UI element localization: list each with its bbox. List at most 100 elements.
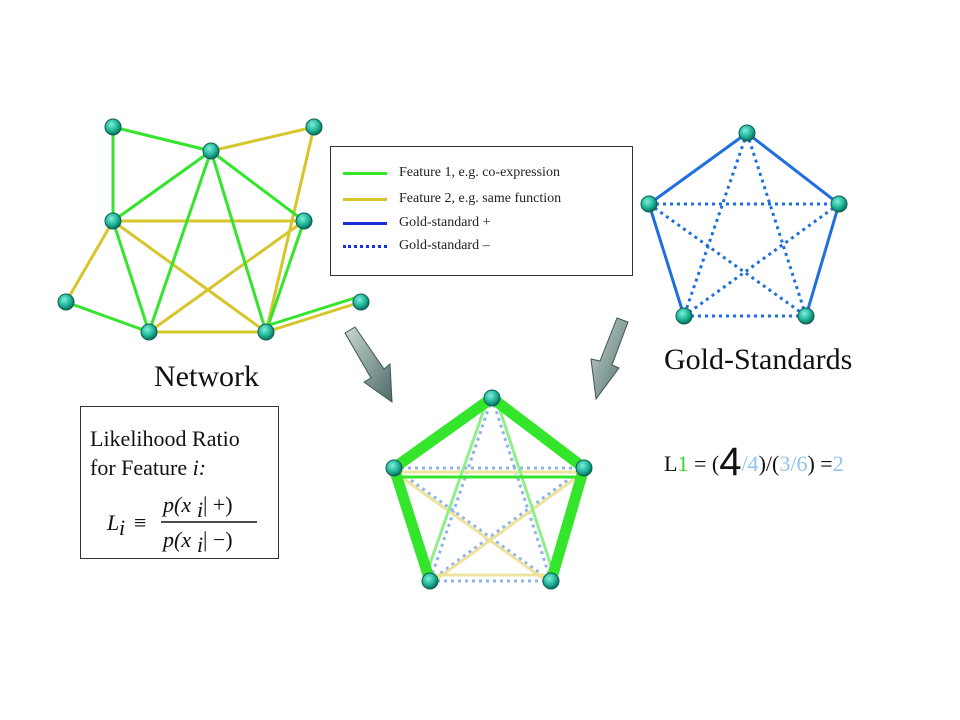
formula-result: 2 [832, 451, 844, 476]
network-node [104, 118, 122, 136]
legend-item-feature1: Feature 1, e.g. co-expression [343, 163, 560, 183]
gold-nodes [640, 124, 848, 325]
legend-label: Gold-standard + [399, 215, 491, 230]
network-node [305, 118, 323, 136]
legend-label: Feature 2, e.g. same function [399, 191, 562, 206]
formula-lhs: L [106, 510, 119, 535]
network-nodes [57, 118, 370, 341]
network-edge [112, 125, 212, 153]
network-edge [209, 150, 268, 333]
gold-positive-edge [648, 131, 748, 206]
combined-feature2-edge [429, 470, 585, 586]
combined-negative-edge [393, 466, 552, 583]
network-edge [210, 125, 315, 153]
formula-L-sub: 1 [677, 451, 689, 476]
formula-numerator-tail: | +) [203, 492, 233, 517]
gold-standards-title: Gold-Standards [664, 343, 853, 376]
combined-negative-edge [428, 397, 494, 582]
legend-label: Feature 1, e.g. co-expression [399, 165, 560, 180]
combined-positive-edge [388, 466, 436, 583]
combined-feature1-edge [494, 397, 558, 582]
gold-negative-edge [648, 202, 807, 318]
formula-eq-open: = ( [688, 451, 720, 476]
network-node [257, 323, 275, 341]
combined-feature2-edge [393, 470, 552, 586]
likelihood-result-formula: L1 = (4/4)/(3/6) =2 [664, 440, 844, 485]
gold-positive-edge [804, 203, 841, 317]
combined-positive-edge [488, 393, 588, 473]
gold-node [738, 124, 756, 142]
gold-negative-edge [745, 132, 808, 317]
gold-node [675, 307, 693, 325]
legend-swatch-solid-green [343, 171, 387, 175]
combined-positive-edge [390, 393, 496, 473]
combined-positive-edge [545, 466, 590, 583]
network-edge [64, 220, 115, 303]
formula-lhs-sub: i [119, 515, 125, 540]
legend-item-gold-negative: Gold-standard – [343, 236, 490, 256]
gold-positive-edge [647, 203, 686, 317]
formula-mid: )/( [758, 451, 780, 476]
combined-graph [385, 389, 593, 590]
gold-positive-edges [647, 131, 841, 317]
combined-node [575, 459, 593, 477]
combined-positive-thick [388, 393, 590, 583]
network-edge [111, 220, 151, 333]
network-edge [148, 219, 305, 334]
formula-numerator-sub: i [197, 497, 203, 522]
gold-node [830, 195, 848, 213]
legend-item-feature2: Feature 2, e.g. same function [343, 189, 561, 209]
subheading-variable: i: [192, 455, 207, 480]
network-edge [65, 300, 150, 334]
gold-node [797, 307, 815, 325]
gold-standard-graph [640, 124, 848, 325]
combined-node [542, 572, 560, 590]
gold-node [640, 195, 658, 213]
network-edge [210, 149, 305, 223]
network-node [295, 212, 313, 230]
gold-negative-edges [648, 132, 840, 318]
network-edge [147, 150, 213, 333]
combined-negative-edges [393, 397, 585, 583]
gold-positive-edge [746, 131, 840, 206]
arrow-down-left [590, 317, 629, 401]
legend-item-gold-positive: Gold-standard + [343, 213, 491, 233]
network-graph [57, 118, 370, 341]
combined-nodes [385, 389, 593, 590]
network-node [202, 142, 220, 160]
network-edge [265, 294, 362, 328]
network-edge [112, 219, 267, 334]
network-edges-feature1 [65, 125, 362, 334]
arrow-down-right [344, 326, 393, 404]
network-edge [265, 300, 362, 334]
legend-label: Gold-standard – [399, 238, 490, 253]
network-edge [112, 149, 212, 223]
network-node [57, 293, 75, 311]
likelihood-ratio-heading: Likelihood Ratio [90, 426, 240, 451]
likelihood-ratio-box: Likelihood Ratio for Feature i: L i ≡ p(… [80, 406, 279, 559]
gold-negative-edge [682, 132, 749, 317]
network-edges-feature2 [64, 125, 362, 334]
combined-node [421, 572, 439, 590]
combined-node [483, 389, 501, 407]
network-node [104, 212, 122, 230]
formula-equiv: ≡ [134, 510, 146, 535]
legend-swatch-solid-blue [343, 221, 387, 225]
gold-negative-edge [683, 202, 840, 318]
legend-swatch-dotted-blue [343, 244, 387, 248]
network-node [140, 323, 158, 341]
network-edge [264, 220, 306, 333]
combined-feature1-thin [422, 397, 558, 582]
formula-denominator: p(x [161, 527, 191, 552]
network-title: Network [154, 360, 259, 393]
formula-numerator-big: 4 [719, 440, 742, 484]
combined-feature1-edge [422, 397, 490, 582]
combined-node [385, 459, 403, 477]
network-node [352, 293, 370, 311]
likelihood-ratio-subheading: for Feature i: [90, 454, 206, 482]
formula-denominator-sub: i [197, 532, 203, 557]
formula-close: ) = [807, 451, 833, 476]
legend-swatch-solid-yellow [343, 197, 387, 201]
